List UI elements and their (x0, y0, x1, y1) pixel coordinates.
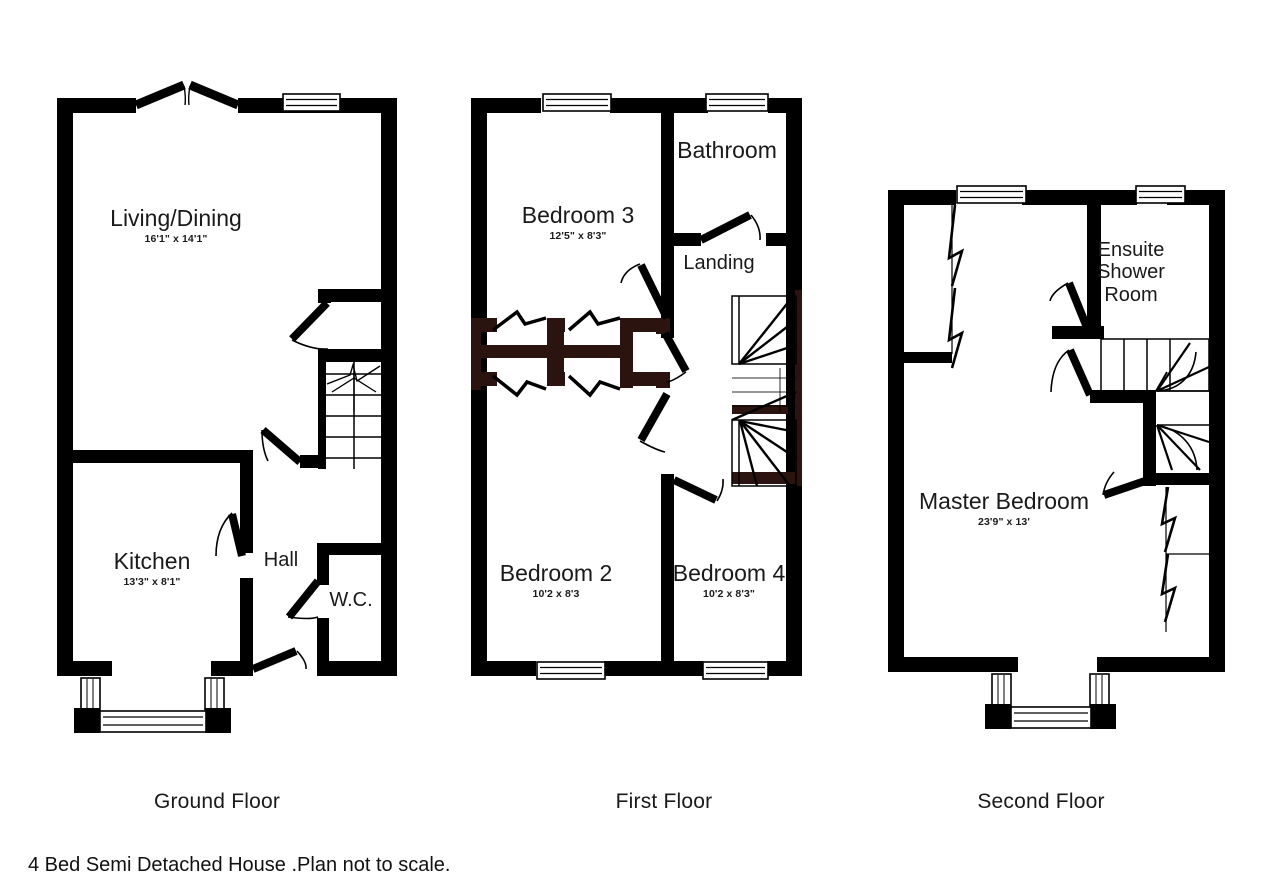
room-name: W.C. (329, 589, 373, 611)
room-name: Master Bedroom (918, 488, 1090, 514)
ground-floor-staircase (326, 362, 382, 469)
first-floor-staircase (731, 295, 797, 487)
room-name: Hall (263, 549, 299, 571)
second-floor-staircase (1100, 338, 1210, 471)
room-dimensions: 23'9" x 13' (978, 515, 1030, 528)
room-label-bedroom-2: Bedroom 2 10'2 x 8'3 (499, 560, 613, 600)
room-dimensions: 10'2 x 8'3 (532, 587, 580, 600)
room-name: Bedroom 3 (521, 202, 635, 228)
room-name: Living/Dining (110, 205, 242, 231)
room-dimensions: 12'5" x 8'3" (549, 229, 607, 242)
room-name-line-1: Ensuite (1097, 239, 1165, 261)
floor-caption-text: Ground Floor (153, 790, 281, 813)
room-dimensions: 10'2 x 8'3" (703, 587, 755, 600)
room-label-hall: Hall (264, 549, 298, 571)
room-label-bedroom-4: Bedroom 4 10'2 x 8'3" (672, 560, 786, 600)
ground-floor-walls (57, 98, 397, 676)
room-dimensions: 16'1" x 14'1" (144, 232, 208, 245)
second-floor-windows (956, 185, 1186, 729)
first-floor-doors (491, 211, 761, 504)
window-bedroom3-top (542, 93, 612, 112)
room-label-bathroom: Bathroom (677, 137, 777, 164)
room-label-wc: W.C. (329, 589, 372, 611)
second-floor-walls (888, 190, 1225, 672)
ground-floor-doors (134, 80, 330, 673)
plan-disclaimer-note: 4 Bed Semi Detached House .Plan not to s… (28, 854, 451, 876)
room-name: Kitchen (113, 548, 191, 574)
first-floor-windows (536, 93, 769, 680)
window-bedroom2-bottom (536, 661, 606, 680)
room-name: Landing (683, 252, 755, 274)
room-dimensions: 13'3" x 8'1" (123, 575, 181, 588)
room-label-bedroom-3: Bedroom 3 12'5" x 8'3" (521, 202, 635, 242)
window-master-top (956, 185, 1027, 204)
first-floor-walls (471, 98, 802, 676)
room-label-master-bedroom: Master Bedroom 23'9" x 13' (918, 488, 1090, 528)
window-living-top (282, 93, 341, 112)
floor-caption-second: Second Floor (941, 790, 1141, 814)
window-ensuite-top (1135, 185, 1186, 204)
room-label-landing: Landing (683, 252, 754, 274)
bay-window-kitchen (74, 677, 231, 733)
window-bedroom4-bottom (702, 661, 769, 680)
room-name-line-2: Shower (1097, 261, 1165, 284)
room-name: Bathroom (677, 137, 777, 163)
floor-caption-text: Second Floor (977, 790, 1105, 813)
floor-caption-text: First Floor (615, 790, 713, 813)
floor-caption-ground: Ground Floor (117, 790, 317, 814)
second-floor-doors (947, 204, 1210, 632)
room-name: Bedroom 4 (672, 560, 786, 586)
floor-caption-first: First Floor (564, 790, 764, 814)
room-label-ensuite-shower-room: Ensuite Shower Room (1097, 239, 1165, 306)
bay-window-master-bottom (985, 673, 1116, 729)
room-name-line-3: Room (1104, 283, 1158, 306)
room-label-living-dining: Living/Dining 16'1" x 14'1" (110, 205, 242, 245)
room-label-kitchen: Kitchen 13'3" x 8'1" (113, 548, 191, 588)
window-bathroom-top (705, 93, 769, 112)
ground-floor-windows (74, 93, 341, 733)
room-name: Bedroom 2 (499, 560, 613, 586)
